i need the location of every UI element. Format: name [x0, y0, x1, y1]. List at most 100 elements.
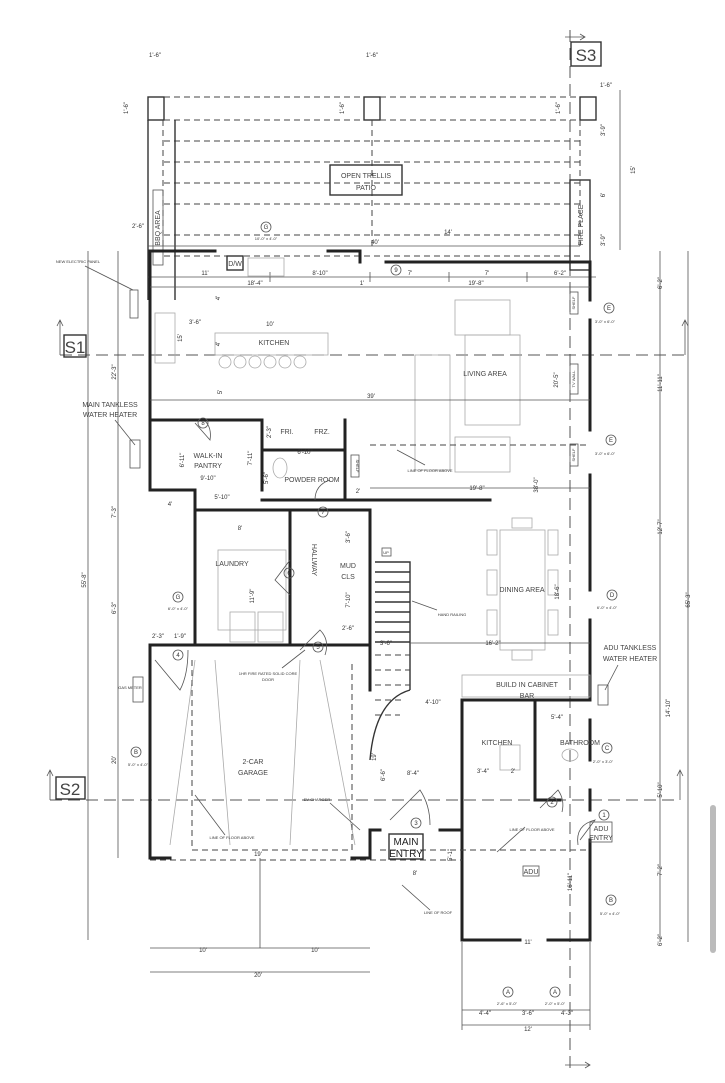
dimension: 3'-4"	[477, 769, 489, 775]
room-pantry: WALK-IN	[194, 453, 223, 460]
room-laundry: LAUNDRY	[215, 561, 249, 568]
dimension: 20'	[112, 756, 118, 764]
section-label: S3	[576, 46, 597, 65]
room-adu-kitchen: KITCHEN	[482, 740, 513, 747]
annotations: NEW ELECTRIC PANEL MAIN TANKLESS WATER H…	[56, 259, 657, 915]
room-mud-closet: MUD	[340, 563, 356, 570]
room-garage-2: GARAGE	[238, 770, 268, 777]
dimension: 14'-10"	[666, 699, 672, 718]
note-adu-heater: ADU TANKLESS	[604, 645, 657, 652]
door-tag: 8	[201, 421, 205, 427]
room-powder: POWDER ROOM	[284, 477, 339, 484]
section-marker-s1: S1	[63, 334, 87, 358]
window-size: 3'-0" x 6'-0"	[595, 319, 616, 324]
patio-trellis	[147, 96, 597, 300]
note-gas-meter: GAS METER	[118, 685, 142, 690]
dimension: 11'	[201, 271, 208, 277]
dimension: 6'-3"	[112, 602, 118, 614]
room-garage: 2-CAR	[242, 759, 263, 766]
dimension: 7'	[485, 271, 489, 277]
dimension: 5'-4"	[551, 715, 563, 721]
shelf-label: SHELF	[355, 460, 360, 473]
window-tags: G10'-0" x 4'-0" E3'-0" x 6'-0" E3'-0" x …	[128, 221, 621, 1006]
dimension: 10'	[311, 948, 319, 954]
room-pantry-2: PANTRY	[194, 463, 222, 470]
fixtures	[150, 255, 591, 861]
patio-title: OPEN TRELLIS	[341, 173, 391, 180]
shelf-label: SHELF	[571, 448, 576, 461]
dimension: 3'-9"	[601, 234, 607, 246]
note-fire-door: 1HR FIRE RATED SOLID CORE	[239, 671, 298, 676]
dimension: 5'-10"	[658, 782, 664, 797]
dimension: 7'	[408, 271, 412, 277]
dimension: 40'	[371, 240, 379, 246]
dimension: 16'-11"	[568, 873, 574, 891]
vertical-scrollbar[interactable]	[710, 805, 716, 953]
dimension: 19'-8"	[469, 486, 484, 492]
note-main-heater-2: WATER HEATER	[83, 412, 137, 419]
dimension: 1'-6"	[340, 102, 346, 114]
dimension: 5'-10"	[214, 495, 229, 501]
dimension: 10'	[266, 322, 274, 328]
note-floor-above: LINE OF FLOOR ABOVE	[209, 835, 254, 840]
dimension: 6'-10"	[297, 450, 312, 456]
bbq-area-label: BBQ AREA	[155, 210, 162, 246]
dimension: 22'-3"	[112, 364, 118, 379]
walls	[148, 249, 592, 942]
dimension: 1'-9"	[174, 634, 186, 640]
cabinet-bar-2: BAR	[520, 693, 534, 700]
dimension: 2'-6"	[342, 626, 354, 632]
dimension: 4'	[216, 296, 222, 300]
note-adu-heater-2: WATER HEATER	[603, 656, 657, 663]
room-dining-area: DINING AREA	[499, 587, 544, 594]
note-floor-above: LINE OF FLOOR ABOVE	[407, 468, 452, 473]
room-living-area: LIVING AREA	[463, 371, 507, 378]
dimension: 6'-6"	[381, 769, 387, 781]
dimension: 2'-3"	[152, 634, 164, 640]
dimension: 15'	[178, 334, 184, 342]
window-size: 2'-0" x 5'-0"	[545, 1001, 566, 1006]
dimension: 8'	[238, 526, 242, 532]
window-tag: D	[610, 593, 615, 599]
dimension: 1'-6"	[124, 102, 130, 114]
dimension: 15'	[631, 166, 637, 174]
dimension: 20'-5"	[554, 372, 560, 387]
dimension: 7'-2"	[658, 864, 664, 876]
dimension: 11'-9"	[250, 589, 256, 604]
dimension: 4'-10"	[425, 700, 440, 706]
dimension: 55'-8"	[82, 572, 88, 587]
dimension: 3'-6"	[522, 1011, 534, 1017]
door-tag: 5	[316, 645, 320, 651]
dimension: 8'	[413, 871, 417, 877]
note-line-of-roof: LINE OF ROOF	[424, 910, 453, 915]
main-entry-2: ENTRY	[389, 849, 423, 860]
dimension: 19'	[254, 852, 262, 858]
dimension: 11'-11"	[658, 374, 664, 392]
window-tag: B	[134, 750, 138, 756]
window-size: 2'-6" x 5'-0"	[497, 1001, 518, 1006]
dimension: 3'-6"	[380, 641, 392, 647]
cabinet-bar: BUILD IN CABINET	[496, 682, 559, 689]
dimension: 1'	[360, 281, 364, 287]
window-size: 3'-0" x 6'-0"	[595, 451, 616, 456]
dimension: 5'	[218, 390, 224, 394]
dimension: 3'-9"	[601, 124, 607, 136]
dimension: 7'-11"	[248, 451, 254, 466]
door-tags: 9 8 7 6 5 4 3 2 1	[172, 264, 610, 829]
dimension: 1'-6"	[149, 53, 161, 59]
door-tag: 1	[602, 813, 606, 819]
door-tag: 4	[176, 653, 180, 659]
door-tag: 9	[394, 268, 398, 274]
window-size: 10'-0" x 4'-0"	[255, 236, 278, 241]
note-floor-above: LINE OF FLOOR ABOVE	[509, 827, 554, 832]
section-label: S2	[60, 780, 81, 799]
stair-up-label: UP	[383, 550, 389, 555]
door-tag: 2	[550, 800, 554, 806]
room-kitchen: KITCHEN	[259, 340, 290, 347]
door-tag: 3	[414, 821, 418, 827]
dimension: 4'-3"	[561, 1011, 573, 1017]
dimension-labels: 1'-6" 1'-6" 1'-6" 1'-6" 1'-6" 1'-6" 15' …	[82, 53, 692, 1033]
tv-wall-label: TV WALL	[571, 370, 576, 388]
dimension: 2'	[356, 489, 360, 495]
dimension: 2'-3"	[267, 426, 273, 438]
